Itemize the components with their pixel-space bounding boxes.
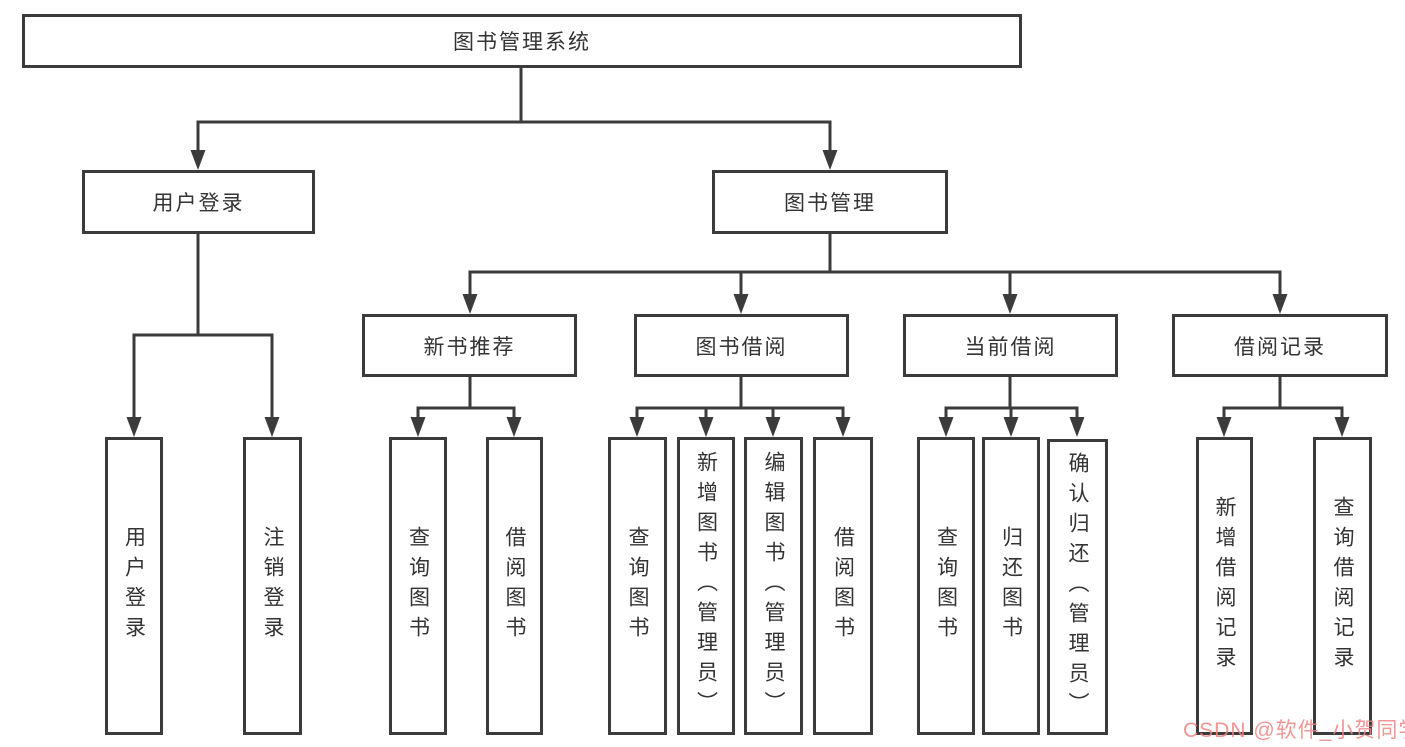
leaf-add-books-admin: 新增图书（管理员） [677,437,735,735]
node-book-borrowing: 图书借阅 [634,314,849,377]
node-user-login: 用户登录 [82,170,315,234]
leaf-borrow-books-borrowing: 借阅图书 [813,437,873,735]
leaf-user-login: 用户登录 [105,437,163,735]
leaf-add-borrow-record: 新增借阅记录 [1196,437,1253,735]
node-library-management-system: 图书管理系统 [22,14,1022,68]
leaf-return-books: 归还图书 [982,437,1040,735]
leaf-confirm-return-admin: 确认归还（管理员） [1047,439,1108,735]
leaf-query-borrow-record: 查询借阅记录 [1313,437,1372,735]
leaf-query-books-current: 查询图书 [917,437,975,735]
leaf-edit-books-admin: 编辑图书（管理员） [744,437,803,735]
leaf-query-books-recommend: 查询图书 [389,437,447,735]
node-borrow-records: 借阅记录 [1172,314,1388,377]
leaf-logout: 注销登录 [243,437,302,735]
node-book-management: 图书管理 [712,170,948,234]
watermark: CSDN @软件_小贺同学 [1183,719,1405,742]
node-new-book-recommend: 新书推荐 [362,314,577,377]
node-current-borrowing: 当前借阅 [903,314,1118,377]
leaf-borrow-books-recommend: 借阅图书 [486,437,543,735]
leaf-query-books-borrowing: 查询图书 [608,437,667,735]
